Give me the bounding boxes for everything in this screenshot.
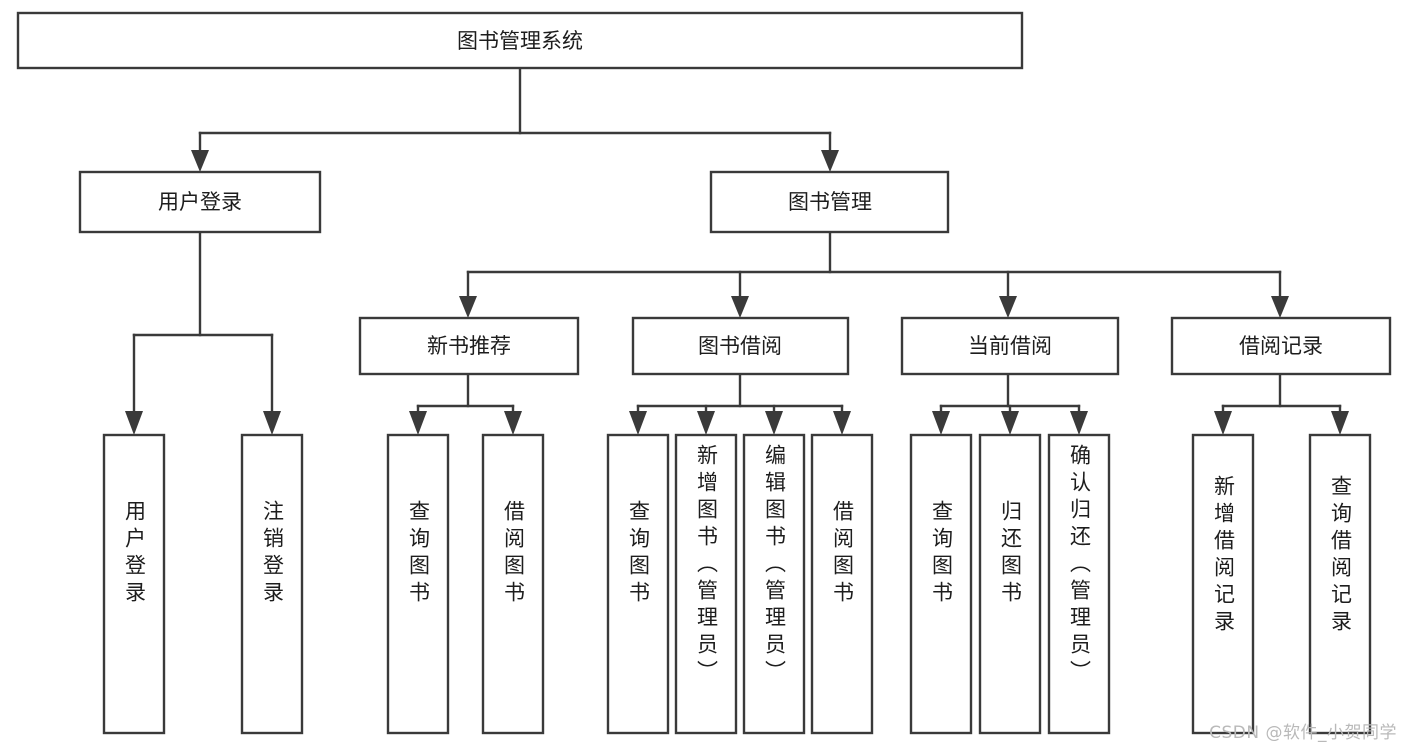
node-book-borrow-box[interactable] — [631, 316, 850, 376]
leaf-query-book-rec-box[interactable] — [386, 433, 450, 735]
node-user-login-box[interactable] — [78, 170, 322, 234]
leaf-query-record-box[interactable] — [1308, 433, 1372, 735]
node-borrow-record-box[interactable] — [1170, 316, 1392, 376]
leaf-borrow-book-rec-box[interactable] — [481, 433, 545, 735]
node-book-manage-label: 图书管理 — [788, 190, 872, 214]
connectors-new-book-rec-to-leaves — [409, 372, 522, 435]
arrow-head-leaf-add-record — [1214, 411, 1232, 435]
node-new-book-rec-box[interactable] — [358, 316, 580, 376]
arrow-head-leaf-return-book — [1001, 411, 1019, 435]
node-root-label: 图书管理系统 — [457, 29, 583, 53]
connectors-root-to-level2 — [191, 66, 839, 172]
node-book-borrow[interactable]: 图书借阅 — [631, 316, 850, 376]
arrow-head-leaf-query-record — [1331, 411, 1349, 435]
node-book-manage[interactable]: 图书管理 — [709, 170, 950, 234]
arrow-head-new-book-rec — [459, 296, 477, 318]
connectors-book-borrow-to-leaves — [629, 372, 851, 435]
node-borrow-record[interactable]: 借阅记录 — [1170, 316, 1392, 376]
leaf-add-book-box[interactable] — [674, 433, 738, 735]
arrow-head-leaf-query-book-rec — [409, 411, 427, 435]
arrow-head-leaf-borrow-book-rec — [504, 411, 522, 435]
connectors-book-manage-to-level3 — [459, 230, 1289, 318]
connectors-borrow-record-to-leaves — [1214, 372, 1349, 435]
arrow-head-current-borrow — [999, 296, 1017, 318]
node-user-login[interactable]: 用户登录 — [78, 170, 322, 234]
leaf-boxes[interactable] — [102, 433, 1372, 735]
csdn-watermark: CSDN @软件_小贺同学 — [1209, 723, 1397, 743]
arrow-head-leaf-edit-book — [765, 411, 783, 435]
leaf-query-book-current-box[interactable] — [909, 433, 973, 735]
connectors-current-borrow-to-leaves — [932, 372, 1088, 435]
arrow-head-book-borrow — [731, 296, 749, 318]
arrow-head-leaf-query-book-current — [932, 411, 950, 435]
node-root-box[interactable] — [16, 11, 1024, 70]
leaf-return-book-box[interactable] — [978, 433, 1042, 735]
leaf-add-record-box[interactable] — [1191, 433, 1255, 735]
node-current-borrow[interactable]: 当前借阅 — [900, 316, 1120, 376]
arrow-head-leaf-user-login — [125, 411, 143, 435]
arrow-head-leaf-add-book — [697, 411, 715, 435]
leaf-logout-box[interactable] — [240, 433, 304, 735]
node-new-book-rec-label: 新书推荐 — [427, 334, 511, 358]
connectors-user-login-to-leaves — [125, 230, 281, 435]
arrow-head-user-login — [191, 150, 209, 172]
leaf-edit-book-box[interactable] — [742, 433, 806, 735]
arrow-head-book-manage — [821, 150, 839, 172]
node-book-manage-box[interactable] — [709, 170, 950, 234]
leaf-query-book-borrow-box[interactable] — [606, 433, 670, 735]
node-current-borrow-label: 当前借阅 — [968, 334, 1052, 358]
leaf-borrow-book-box[interactable] — [810, 433, 874, 735]
arrow-head-leaf-confirm-return — [1070, 411, 1088, 435]
node-book-borrow-label: 图书借阅 — [698, 334, 782, 358]
node-new-book-rec[interactable]: 新书推荐 — [358, 316, 580, 376]
arrow-head-leaf-query-book-borrow — [629, 411, 647, 435]
node-user-login-label: 用户登录 — [158, 190, 242, 214]
node-borrow-record-label: 借阅记录 — [1239, 334, 1323, 358]
arrow-head-borrow-record — [1271, 296, 1289, 318]
leaf-user-login-box[interactable] — [102, 433, 166, 735]
leaf-confirm-return-box[interactable] — [1047, 433, 1111, 735]
node-root[interactable]: 图书管理系统 — [16, 11, 1024, 70]
node-current-borrow-box[interactable] — [900, 316, 1120, 376]
arrow-head-leaf-logout — [263, 411, 281, 435]
arrow-head-leaf-borrow-book — [833, 411, 851, 435]
